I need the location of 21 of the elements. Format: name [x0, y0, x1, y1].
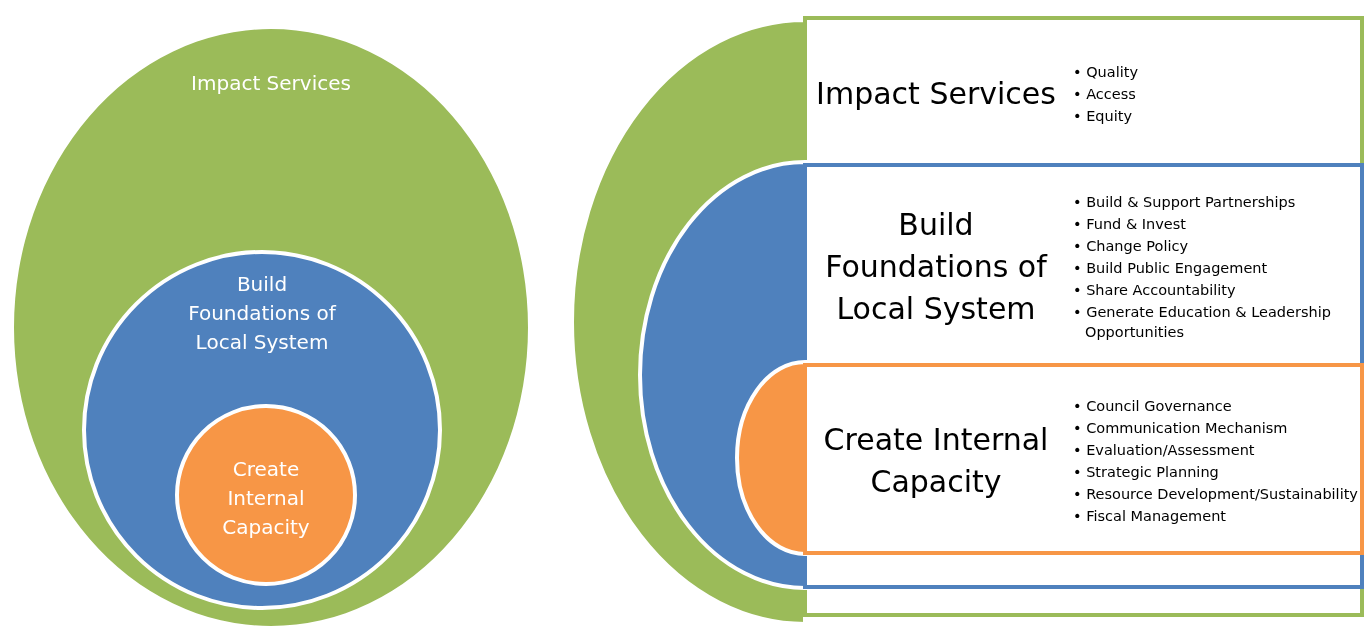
section-heading: Create Internal Capacity [822, 421, 1050, 501]
circle-label: Build Foundations of Local System [187, 271, 338, 356]
section-heading: Impact Services [815, 74, 1057, 113]
bullet-item: • Communication Mechanism [1073, 419, 1289, 438]
bullet-item: • Evaluation/Assessment [1073, 441, 1256, 460]
bullet-item: • Resource Development/Sustainability [1073, 485, 1358, 504]
bullet-item: • Equity [1073, 106, 1133, 126]
bullet-item: • Access [1073, 84, 1137, 104]
bullet-item: • Generate Education & Leadership Opportunities [1073, 303, 1332, 342]
bullet-item: • Fiscal Management [1073, 507, 1228, 526]
section-heading: Build Foundations of Local System [824, 206, 1049, 328]
bullet-item: • Build & Support Partnerships [1073, 193, 1297, 212]
bullet-item: • Quality [1073, 62, 1138, 82]
bullet-item: • Council Governance [1073, 397, 1233, 416]
bullet-item: • Share Accountability [1073, 281, 1237, 300]
bullet-item: • Fund & Invest [1073, 215, 1188, 234]
circle-label: Impact Services [190, 70, 352, 97]
circle-label: Create Internal Capacity [221, 456, 311, 541]
bullet-item: • Change Policy [1073, 237, 1189, 256]
bullet-item: • Strategic Planning [1073, 463, 1220, 482]
bullet-item: • Build Public Engagement [1073, 259, 1269, 278]
